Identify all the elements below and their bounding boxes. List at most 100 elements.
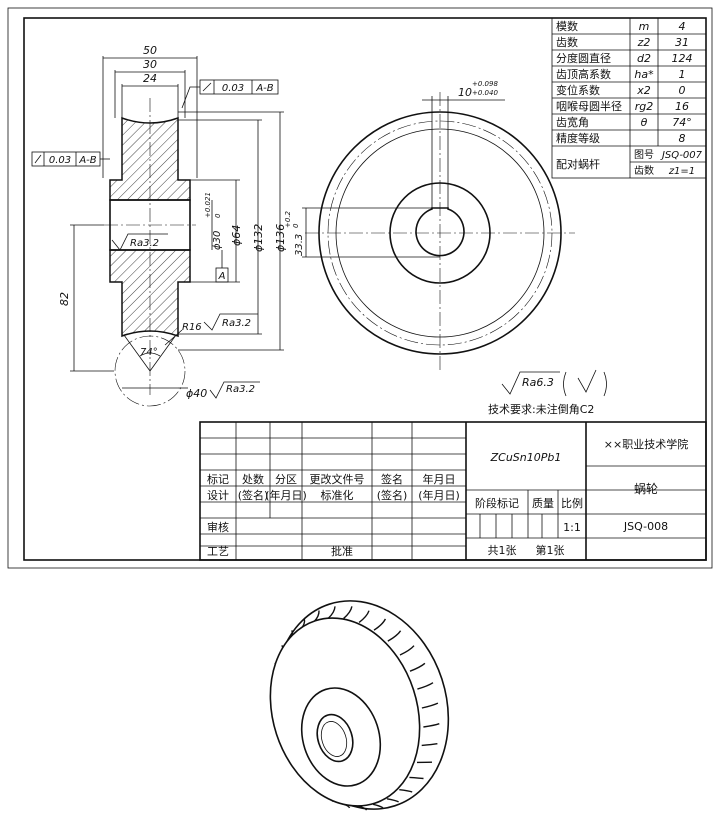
title-block-cell: (年月日) (418, 488, 460, 502)
iso-tooth (421, 743, 438, 747)
param-value: 16 (675, 100, 689, 113)
tb-scale: 1:1 (563, 521, 581, 534)
throat-circle (114, 335, 186, 407)
tb-weight-label: 质量 (532, 497, 554, 510)
title-block-cell: 签名 (381, 472, 403, 486)
dim-center-82: 82 (58, 292, 71, 306)
svg-text:R16: R16 (182, 322, 202, 333)
runout-icon-left (34, 154, 42, 164)
tb-material: ZCuSn10Pb1 (490, 451, 562, 464)
dim-throat-40: ϕ40 (186, 387, 207, 400)
dim-dia-136: ϕ136 (274, 224, 287, 252)
param-value: 31 (675, 36, 689, 49)
tb-review: 审核 (207, 520, 229, 534)
param-label: 咽喉母圆半径 (556, 99, 622, 113)
dim-bore-30: ϕ30 (212, 231, 223, 250)
svg-text:+0.098: +0.098 (472, 80, 498, 88)
title-block-cell: 标准化 (321, 488, 354, 502)
title-block-cell: (年月日) (265, 488, 307, 502)
param-symbol: rg2 (635, 100, 654, 113)
param-label: 齿宽角 (556, 115, 589, 129)
isometric-view (269, 600, 450, 811)
iso-front-face (269, 617, 421, 807)
iso-tooth (343, 606, 353, 619)
title-block-cell: 分区 (275, 473, 297, 486)
tb-part-name: 蜗轮 (634, 481, 658, 496)
svg-text:Ra3.2: Ra3.2 (222, 318, 251, 329)
tb-approve: 批准 (331, 544, 353, 558)
param-label: 模数 (556, 20, 578, 33)
svg-text:A: A (218, 271, 226, 282)
param-symbol: θ (641, 116, 648, 129)
tb-sheets: 共1张 (488, 544, 517, 557)
svg-text:0: 0 (214, 213, 222, 218)
iso-tooth (399, 789, 413, 793)
title-block: 标记处数分区更改文件号签名年月日 设计(签名)(年月日)标准化(签名)(年月日)… (199, 421, 707, 561)
svg-text:0.03: 0.03 (49, 155, 71, 166)
svg-text:A-B: A-B (78, 155, 96, 166)
svg-text:0.03: 0.03 (222, 83, 244, 94)
iso-tooth (399, 645, 415, 656)
dim-width-50: 50 (143, 44, 157, 57)
general-roughness: Ra6.3 (501, 369, 607, 397)
svg-text:A-B: A-B (255, 83, 273, 94)
iso-tooth (417, 682, 434, 690)
iso-tooth (327, 606, 336, 619)
param-label: 精度等级 (556, 131, 600, 145)
iso-tooth (421, 702, 439, 709)
dim-angle-74: 74° (140, 347, 158, 358)
worm-drawing-no: JSQ-007 (660, 150, 703, 161)
dim-width-30: 30 (143, 58, 157, 71)
param-value: 74° (672, 116, 692, 129)
iso-bore-inner (320, 721, 348, 757)
title-block-cell: 更改文件号 (310, 472, 365, 486)
check-roughness-icon (577, 369, 597, 393)
tb-school: ××职业技术学院 (604, 437, 688, 451)
iso-hub (300, 687, 382, 787)
front-view: 10 +0.098 +0.040 33.3 +0.2 0 (284, 80, 575, 372)
param-symbol: z2 (637, 36, 651, 49)
svg-text:+0.040: +0.040 (472, 89, 498, 97)
param-label: 分度圆直径 (556, 51, 611, 65)
tb-scale-label: 比例 (561, 496, 583, 510)
svg-text:+0.021: +0.021 (204, 192, 212, 218)
bore-keyway (415, 207, 465, 257)
iso-tooth (409, 776, 424, 780)
tech-requirements: 技术要求:未注倒角C2 (488, 402, 594, 416)
svg-text:0: 0 (292, 223, 300, 228)
sheet-outer-border (7, 7, 713, 569)
runout-icon (202, 82, 212, 92)
worm-teeth: z1=1 (668, 166, 695, 177)
tb-sheet-no: 第1张 (536, 543, 565, 557)
param-label: 齿顶高系数 (556, 67, 611, 81)
iso-tooth (409, 662, 426, 672)
param-label: 齿数 (556, 36, 578, 49)
param-symbol: x2 (636, 84, 651, 97)
title-block-cell: 标记 (207, 472, 229, 486)
worm-teeth-label: 齿数 (634, 164, 654, 177)
param-value: 0 (679, 84, 686, 97)
param-symbol: ha* (634, 68, 654, 81)
param-value: 8 (679, 132, 686, 145)
title-block-cell: (签名) (238, 488, 269, 502)
iso-tooth (358, 610, 370, 623)
title-block-cell: 处数 (242, 473, 264, 486)
svg-text:Ra6.3: Ra6.3 (522, 376, 554, 389)
roughness-symbol-bore (111, 233, 168, 251)
dim-keyway-10: 10 (458, 86, 472, 99)
iso-tooth (387, 630, 402, 642)
title-block-cell: 设计 (207, 489, 229, 502)
dim-width-24: 24 (143, 72, 157, 85)
iso-bore-outer (316, 713, 354, 763)
roughness-symbol-d40 (209, 381, 260, 399)
iso-tooth (423, 723, 440, 728)
tb-process: 工艺 (207, 545, 229, 558)
svg-text:+0.2: +0.2 (284, 210, 292, 228)
title-block-cell: 年月日 (423, 472, 456, 486)
svg-text:Ra3.2: Ra3.2 (130, 238, 159, 249)
iso-tooth (386, 798, 399, 803)
tb-drawing-no: JSQ-008 (623, 520, 668, 533)
worm-drawing-no-label: 图号 (634, 149, 654, 161)
